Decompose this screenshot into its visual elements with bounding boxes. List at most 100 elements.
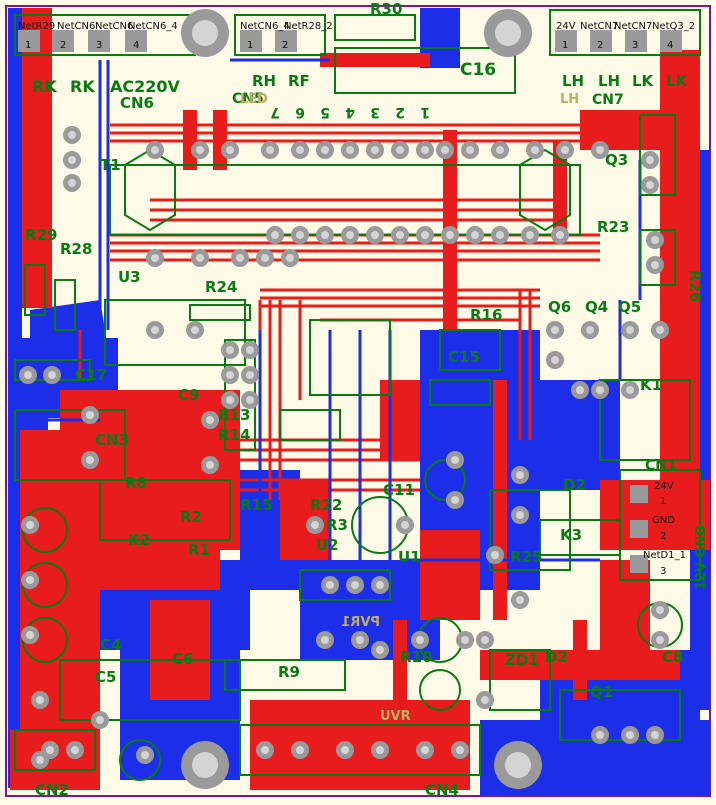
pad-drill-hole <box>26 521 34 529</box>
net-label: NetCN7 <box>614 21 652 32</box>
designator-r8: R8 <box>125 474 147 492</box>
net-label: NetQ3_2 <box>652 21 695 32</box>
pad-drill-hole <box>651 731 659 739</box>
connector-designator: CN6 <box>120 94 154 112</box>
pad-drill-hole <box>321 636 329 644</box>
pin-number: 1 <box>660 496 666 507</box>
pad-drill-hole <box>26 631 34 639</box>
connector-top-left[interactable]: NetR29 NetCN6 NetCN6 NetCN6_4 1 2 3 4 RK… <box>18 21 181 112</box>
pad-drill-hole <box>24 371 32 379</box>
pad-drill-hole <box>36 756 44 764</box>
pad-drill-hole <box>271 231 279 239</box>
designator-r22: R22 <box>310 496 342 514</box>
connector-label: LK <box>666 72 689 90</box>
pad-drill-hole <box>481 696 489 704</box>
pad-drill-hole <box>246 371 254 379</box>
pin-number: 2 <box>282 40 288 51</box>
pad-drill-hole <box>496 231 504 239</box>
pad-drill-hole <box>206 461 214 469</box>
designator-cn3: CN3 <box>95 431 129 449</box>
pad-drill-hole <box>421 231 429 239</box>
pad-drill-hole <box>296 746 304 754</box>
net-label: NetCN6_4 <box>240 21 290 32</box>
pad-drill-hole <box>226 371 234 379</box>
designator-r15: R15 <box>240 496 272 514</box>
designator-r3: R3 <box>326 516 348 534</box>
column-label: 1 <box>420 104 430 120</box>
pad-drill-hole <box>656 606 664 614</box>
pad-drill-hole <box>456 746 464 754</box>
connector-label: LK <box>632 72 655 90</box>
pad-drill-hole <box>551 356 559 364</box>
pad-drill-hole <box>441 146 449 154</box>
pad-drill-hole <box>206 416 214 424</box>
pad-drill-hole <box>461 636 469 644</box>
pad-drill-hole <box>86 411 94 419</box>
connector-cn1[interactable]: CN1 24V 1 GND 2 NetD1_1 3 12V GND <box>643 458 709 590</box>
pad-drill-hole <box>656 636 664 644</box>
designator-c9: C9 <box>178 386 199 404</box>
pin-number: 3 <box>632 40 638 51</box>
designator-k2: K2 <box>128 531 150 549</box>
net-label: NetCN6 <box>57 21 95 32</box>
mirrored-label: PVR1 <box>341 615 380 630</box>
mirrored-column-labels: 7 6 5 4 3 2 1 <box>270 104 430 120</box>
designator-q1: Q1 <box>590 683 613 701</box>
pad-drill-hole <box>586 326 594 334</box>
pin-number: 1 <box>25 40 31 51</box>
pad-drill-hole <box>396 146 404 154</box>
pad-drill-hole <box>341 746 349 754</box>
designator-r23: R23 <box>597 218 629 236</box>
designator-r25: R25 <box>510 548 542 566</box>
column-label: 7 <box>270 104 280 120</box>
designator-r1: R1 <box>188 541 210 559</box>
pad-drill-hole <box>96 716 104 724</box>
connector-side-label: 12V GND <box>694 525 709 590</box>
column-label: 5 <box>320 104 330 120</box>
designator-cn4: CN4 <box>425 781 459 799</box>
pad-drill-hole <box>451 456 459 464</box>
pad-drill-hole <box>346 231 354 239</box>
connector-top-right[interactable]: 24V NetCN7 NetCN7 NetQ3_2 1 2 3 4 LH LH … <box>556 21 695 108</box>
column-label: 2 <box>395 104 405 120</box>
pad-drill-hole <box>266 146 274 154</box>
pad-drill-hole <box>68 179 76 187</box>
designator-r10: R10 <box>400 648 432 666</box>
through-hole-pads <box>19 126 669 769</box>
pad-drill-hole <box>226 346 234 354</box>
pad-drill-hole <box>326 581 334 589</box>
designator-d2: D2 <box>563 476 586 494</box>
pad-drill-hole <box>561 146 569 154</box>
net-label: 24V <box>654 481 674 492</box>
pad-drill-hole <box>651 236 659 244</box>
pad-drill-hole <box>376 646 384 654</box>
pad-drill-hole <box>151 254 159 262</box>
pad-drill-hole <box>376 581 384 589</box>
pad-drill-hole <box>46 746 54 754</box>
component-designators: R30 C16 T1 Q3 R23 R29 R28 U3 R24 R26 R16… <box>25 0 704 799</box>
pad-drill-hole <box>596 386 604 394</box>
pad-drill-hole <box>71 746 79 754</box>
designator-r30: R30 <box>370 0 402 18</box>
pad-drill-hole <box>151 326 159 334</box>
pin-number: 4 <box>667 40 673 51</box>
connector-label: AC220V <box>110 77 181 96</box>
designator-c16: C16 <box>460 60 496 80</box>
pad-drill-hole <box>286 254 294 262</box>
pad-drill-hole <box>626 731 634 739</box>
pad-drill-hole <box>651 261 659 269</box>
pad-drill-hole <box>491 551 499 559</box>
designator-r28: R28 <box>60 240 92 258</box>
connector-label: LH <box>598 72 620 90</box>
connector-top-mid[interactable]: NetCN6_4 NetR28_2 1 2 RH RF CN5 <box>232 21 333 107</box>
pad-drill-hole <box>556 231 564 239</box>
pad-drill-hole <box>226 146 234 154</box>
pad-drill-hole <box>646 156 654 164</box>
silkscreen-outlines <box>14 9 701 781</box>
pad-drill-hole <box>656 326 664 334</box>
connector-label: RF <box>288 72 310 90</box>
connector-designator: CN7 <box>592 92 624 108</box>
designator-r29: R29 <box>25 226 57 244</box>
